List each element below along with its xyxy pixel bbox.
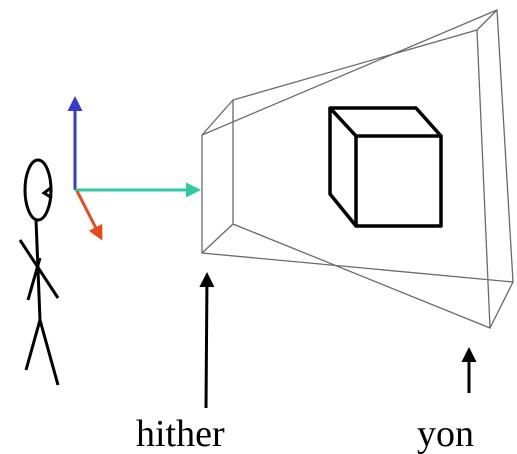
frustum-edge-bottom-left (201, 223, 234, 254)
frustum-edge-top-left (201, 99, 234, 136)
cube-top-left-edges (328, 106, 443, 138)
viewer-arm-left (18, 239, 60, 299)
cube-front-face (354, 134, 443, 228)
frustum-back-face (232, 29, 491, 329)
frustum-edge-bottom-right (489, 281, 514, 329)
viewer-stick-figure (18, 158, 60, 386)
viewer-arm-right (26, 257, 42, 301)
yon-label: yon (417, 413, 474, 454)
axis-side-arrow (75, 190, 103, 241)
camera-axes (67, 96, 201, 241)
hither-label: hither (136, 413, 225, 454)
viewer-head (23, 158, 53, 222)
viewer-leg-right (38, 319, 60, 386)
cube-object (328, 106, 443, 228)
cube-left-edges (328, 108, 358, 228)
viewer-eye (41, 185, 53, 200)
frustum-edge-top-right (476, 9, 498, 31)
hither-pointer-arrow (199, 272, 215, 409)
view-frustum (201, 9, 514, 329)
viewer-leg-left (24, 319, 42, 371)
